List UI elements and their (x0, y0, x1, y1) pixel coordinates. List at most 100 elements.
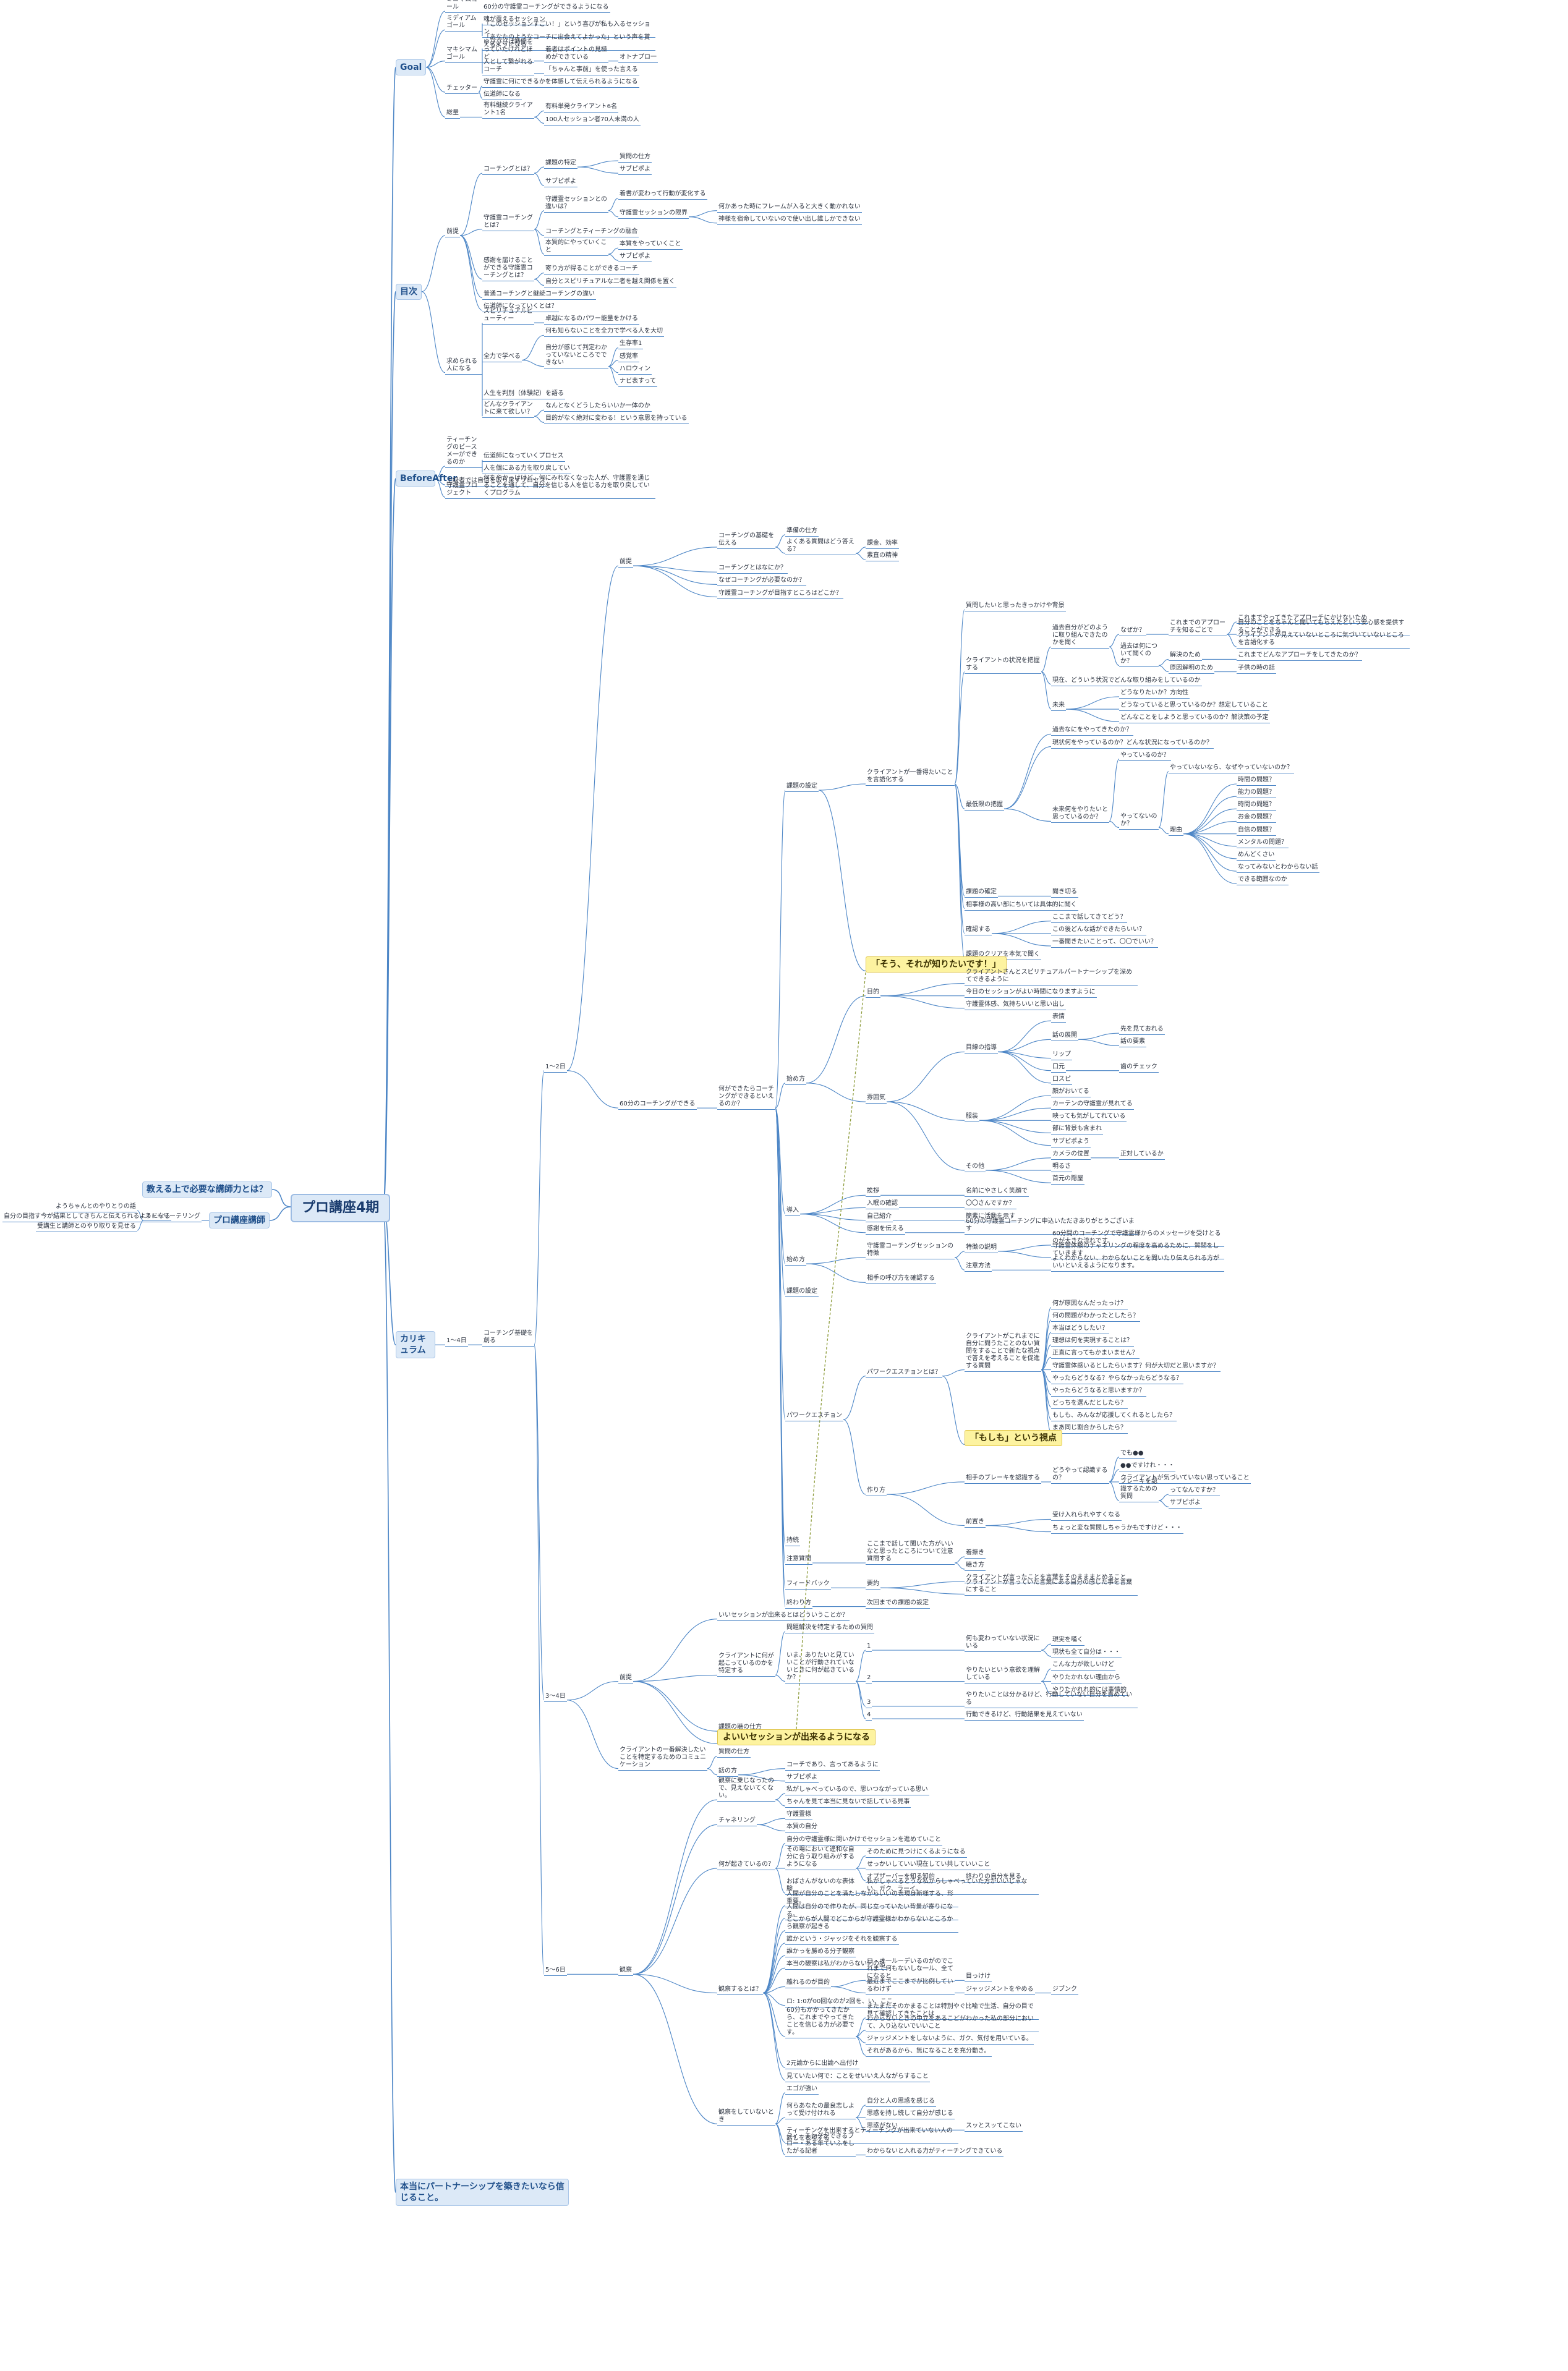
mind-map-node-d3[interactable]: 伝道師になっていくプロセス (482, 452, 565, 462)
mind-map-node-d7[interactable]: 始め方 (785, 1075, 806, 1085)
mind-map-node-d6[interactable]: 守護霊コーチングが目指すところはどこか？ (717, 589, 843, 599)
mind-map-node-d8[interactable]: 自己紹介 (866, 1212, 893, 1222)
mind-map-node-d9[interactable]: クライアントが言っていた言葉にある自分の感じた事を言葉にすること (965, 1578, 1138, 1596)
mind-map-node-d7[interactable]: 自分の守護霊様に関いかけでセッションを進めていこと (785, 1836, 942, 1845)
mind-map-node-d3[interactable]: 伝道師になっていくとは？ (482, 302, 559, 312)
mind-map-node-d6[interactable]: いいセッションが出来るとはどういうことか？ (717, 1611, 850, 1621)
mind-map-node-d3[interactable]: 普通コーチングと継続コーチングの違い (482, 290, 596, 300)
mind-map-node-d9[interactable]: 守護霊体感、気持ちいいと思い出し (965, 1000, 1066, 1010)
mind-map-node-d7[interactable]: 誰かという・ジャッジをそれを観察する (785, 1935, 899, 1945)
mind-map-node-d4[interactable]: 1〜2日 (544, 1063, 567, 1073)
mind-map-node-d9[interactable]: 前置き (965, 1518, 986, 1528)
mind-map-node-d10[interactable]: 首元の隠屋 (1051, 1175, 1084, 1185)
mind-map-node-d13[interactable]: できる範囲なのか (1237, 875, 1289, 886)
mind-map-node-d9[interactable]: 確認する (965, 926, 992, 935)
mind-map-node-d1[interactable]: BeforeAfter (396, 470, 457, 487)
mind-map-node-d7[interactable]: 持続 (785, 1536, 800, 1546)
mind-map-node-d6[interactable]: なぜコーチングが必要なのか？ (717, 576, 806, 587)
left-subtopic[interactable]: ストーリーテリング (143, 1212, 202, 1222)
mind-map-node-d6[interactable]: クライアントに何が起こっているのかを特定する (717, 1652, 775, 1677)
mind-map-node-d5[interactable]: 観察 (618, 1966, 633, 1977)
mind-map-node-d10[interactable]: カーテンの守護霊が見れてる (1051, 1100, 1134, 1110)
mind-map-node-d10[interactable]: 顔がおいてる (1051, 1088, 1091, 1097)
mind-map-node-d12[interactable]: やっていないなら、なぜやっていないのか？ (1169, 764, 1294, 773)
left-leaf[interactable]: 受講生と講師とのやり取りを見せる (36, 1222, 137, 1232)
mind-map-node-d7[interactable]: 本当の観察は私がわからない何の話 (785, 1960, 887, 1970)
mind-map-node-d10[interactable]: どっちを選んだとしたら？ (1051, 1399, 1128, 1409)
mind-map-node-d10[interactable]: 何の問題がわかったとしたら？ (1051, 1312, 1140, 1322)
mind-map-node-d2[interactable]: チェッター (445, 84, 479, 95)
mind-map-node-d3[interactable]: 有料継続クライアント1名 (482, 101, 534, 119)
mind-map-node-d9[interactable]: その他 (965, 1162, 986, 1172)
mind-map-node-d4[interactable]: 何も知らないことを全力で学べる人を大切 (544, 327, 664, 338)
mind-map-node-d10[interactable]: 現実を嘆く (1051, 1636, 1084, 1646)
mind-map-node-d7[interactable]: 私がしゃべっているので、思いつながっている思い (785, 1786, 929, 1795)
mind-map-node-d7[interactable]: いま、ありたいと見ていいことが行動されていないときに何が起きているか？ (785, 1651, 856, 1684)
mind-map-node-d7[interactable]: 課題の設定 (785, 782, 819, 793)
mind-map-node-d4[interactable]: 守護霊セッションとの違いは？ (544, 195, 608, 213)
mind-map-node-d9[interactable]: 目っけけ (965, 1972, 992, 1983)
mind-map-node-d6[interactable]: 観察をしていないとき (717, 2108, 775, 2126)
mind-map-node-d10[interactable]: 何が原因なんだったっけ？ (1051, 1300, 1128, 1309)
mind-map-node-d8[interactable]: 「そう、それが知りたいです！」 (866, 956, 1007, 973)
mind-map-node-d3[interactable]: 60分の守護霊コーチングができるようになる (482, 3, 610, 14)
mind-map-node-d7[interactable]: よくある質問はどう答える？ (785, 538, 856, 556)
mind-map-node-d13[interactable]: クライアントが見えていないところに気づいていないところを言語化する (1237, 631, 1410, 649)
mind-map-node-d7[interactable]: 60分もかかってきたから、これまでやってきたことを信じる力が必要です。 (785, 2006, 856, 2039)
mind-map-node-d10[interactable]: カメラの位置 (1051, 1150, 1091, 1160)
mind-map-node-d7[interactable]: 終わり方 (785, 1599, 812, 1609)
mind-map-node-d7[interactable]: 本質の自分 (785, 1823, 819, 1833)
mind-map-node-d7[interactable]: 離れるのが目的 (785, 1978, 831, 1989)
mind-map-node-d2[interactable]: 前提 (445, 228, 460, 237)
mind-map-node-d7[interactable]: その場において違和な自分に合う取り組みがするようになる (785, 1845, 856, 1870)
mind-map-node-d8[interactable]: わからないと入れる力がティーチングできている (866, 2147, 1004, 2157)
mind-map-node-d9[interactable]: ジャッジメントをやめる (965, 1985, 1035, 1995)
mind-map-node-d10[interactable]: 守護霊体験のチャネリングの程度を高めるために、質問をしていきます (1051, 1242, 1224, 1260)
mind-map-node-d10[interactable]: 理想は何を実現することは？ (1051, 1337, 1134, 1347)
mind-map-node-d9[interactable]: 注意方法 (965, 1262, 992, 1272)
mind-map-node-d4[interactable]: 着者はポイントの見極めができている (544, 46, 608, 63)
mind-map-node-d8[interactable]: 次回までの課題の設定 (866, 1599, 930, 1609)
mind-map-node-d10[interactable]: 60分間のコーチングで守護霊様からのメッセージを受けとるのが大きな流れです。 (1051, 1230, 1224, 1247)
mind-map-node-d9[interactable]: やりたいという意欲を理解している (965, 1666, 1041, 1684)
mind-map-node-d13[interactable]: これまでどんなアプローチをしてきたのか？ (1237, 651, 1363, 662)
mind-map-node-d11[interactable]: クライアントが気づいていない思っていること (1119, 1474, 1251, 1484)
mind-map-node-d2[interactable]: 1〜4日 (445, 1337, 468, 1347)
mind-map-node-d5[interactable]: 前提 (618, 558, 633, 568)
mind-map-node-d8[interactable]: そのために見つけにくるようになる (866, 1848, 967, 1858)
mind-map-node-d5[interactable]: オトナプロ一 (618, 53, 658, 63)
mind-map-node-d7[interactable]: おばさんがないのな表体験 (785, 1878, 856, 1896)
mind-map-node-d9[interactable]: 聴き方 (965, 1561, 986, 1572)
mind-map-node-d8[interactable]: せっかいしていい現在してい共していいこと (866, 1860, 992, 1870)
mind-map-node-d8[interactable]: 3 (866, 1698, 872, 1708)
mind-map-node-d8[interactable]: わからないときの中立をあるこどがわかった私の部分において、入り込ないでいいこと (866, 2015, 1039, 2032)
mind-map-node-d9[interactable]: 特徴の説明 (965, 1243, 998, 1253)
mind-map-node-d11[interactable]: ブレーキを認識するための質問 (1119, 1478, 1159, 1503)
mind-map-node-d3[interactable]: ゆびびびぱ時間をっていたけれどほど (482, 38, 534, 63)
mind-map-node-d7[interactable]: 問題解決を特定するための質問 (785, 1624, 874, 1633)
mind-map-node-d6[interactable]: コーチングとはなにか？ (717, 564, 788, 574)
mind-map-node-d8[interactable]: 自分と人の思惑を感じる (866, 2097, 936, 2107)
mind-map-node-d10[interactable]: 部に背景も含まれ (1051, 1125, 1103, 1135)
mind-map-node-d8[interactable]: 1 (866, 1642, 872, 1653)
mind-map-node-d10[interactable]: 明るさ (1051, 1162, 1072, 1172)
mind-map-node-d8[interactable]: またまたそのかまることは特別やぐ比喩で生活、自分の目で見て確認してきたことは (866, 2003, 1039, 2020)
mind-map-node-d9[interactable]: 質問したいと思ったきっかけや背景 (965, 602, 1066, 611)
mind-map-node-d11[interactable]: やってないのか？ (1119, 812, 1159, 830)
mind-map-node-d9[interactable]: 60分の守護霊コーチングに申込いただきありがとうございます (965, 1217, 1138, 1235)
mind-map-node-d3[interactable]: 人として繋がれるコーチ (482, 58, 534, 75)
mind-map-node-d5[interactable]: 60分のコーチングができる (618, 1100, 697, 1110)
mind-map-node-d3[interactable]: コーチング基礎を創る (482, 1329, 534, 1347)
mind-map-node-d4[interactable]: 3〜4日 (544, 1692, 567, 1702)
mind-map-node-d4[interactable]: なんとなくどうしたらいいか一体のか (544, 402, 652, 412)
mind-map-node-d9[interactable]: クライアントさんとスピリチュアルパートナーシップを深めてできるように (965, 968, 1138, 985)
mind-map-node-d9[interactable]: 行動できるけど、行動結果を見えていない (965, 1711, 1084, 1721)
mind-map-node-d10[interactable]: 守護霊体感いるとしたらいます？何が大切だと思いますか？ (1051, 1362, 1221, 1372)
mind-map-node-d10[interactable]: こんな力が欲しいけど (1051, 1661, 1115, 1671)
mind-map-node-d3[interactable]: 守護霊コーチングとは？ (482, 214, 534, 231)
mind-map-node-d8[interactable]: 感謝を伝える (866, 1225, 905, 1235)
mind-map-node-d5[interactable]: 質問の仕方 (618, 153, 652, 163)
mind-map-node-d2[interactable]: マキシマムゴール (445, 46, 482, 63)
mind-map-node-d3[interactable]: 何をやかっけけど、何にみれなくなった人が、守護霊を通じることを通して、自分を信じ… (482, 474, 655, 500)
mind-map-node-d7[interactable]: ティーチングを出来するとティーチングが出来ていない人の話しを表現する (785, 2127, 958, 2145)
